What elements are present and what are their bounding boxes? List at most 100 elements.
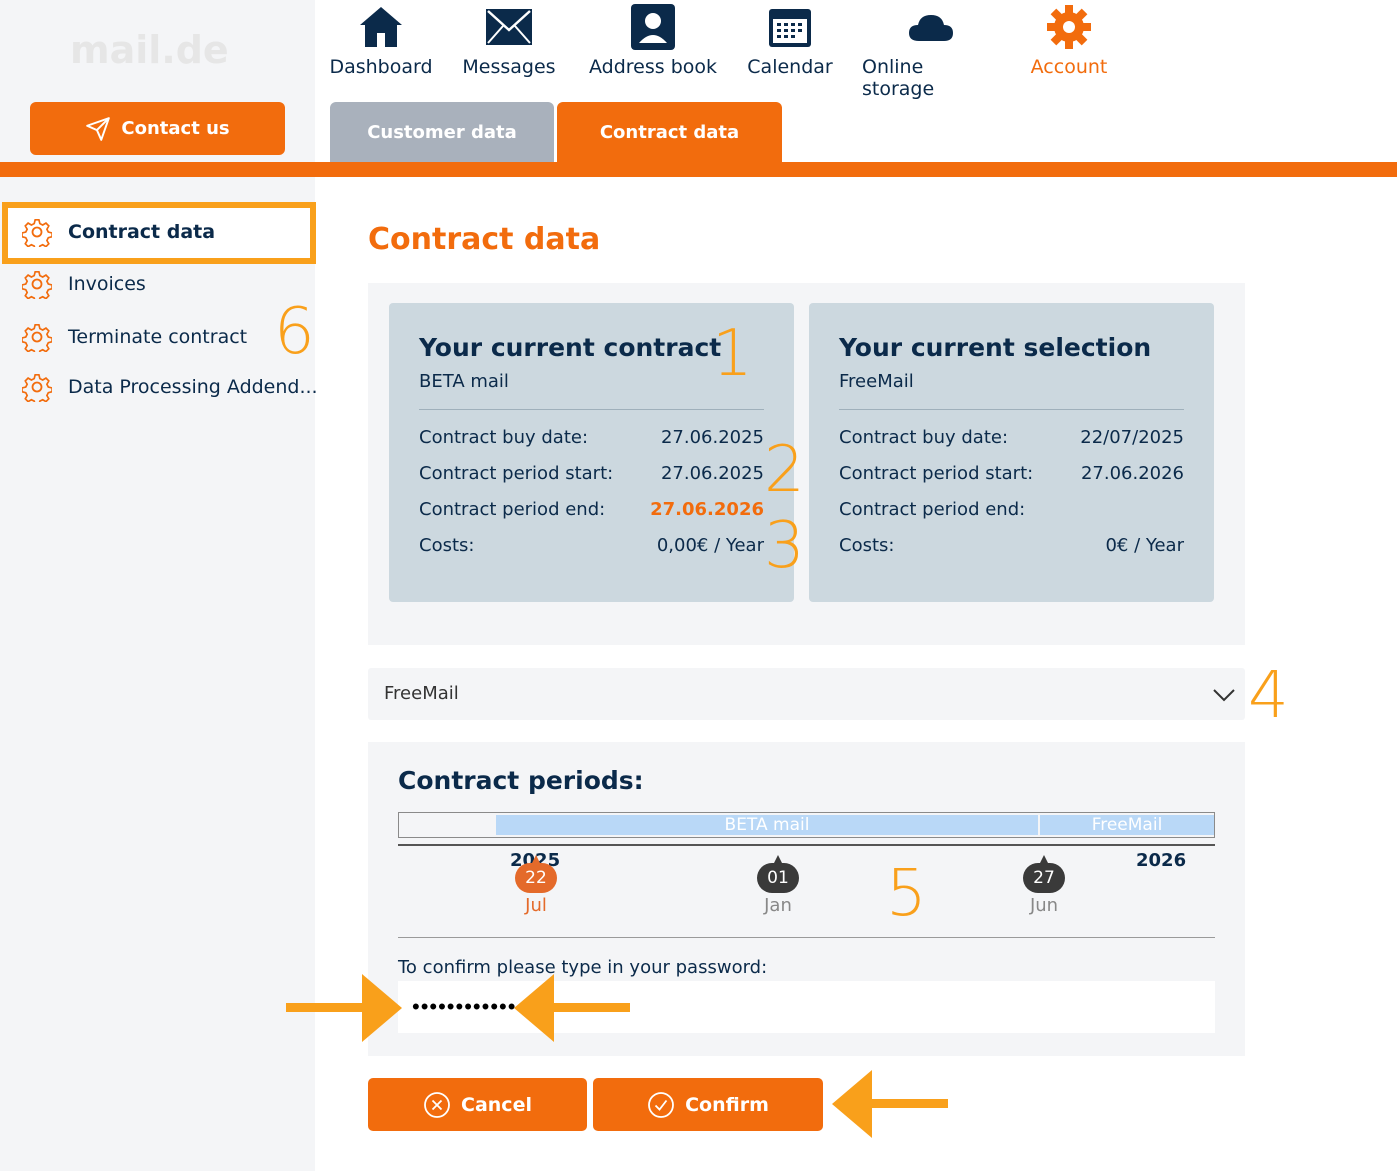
sidebar-item-contract-data-label: Contract data — [68, 221, 216, 243]
selection-costs-row: Costs: 0€ / Year — [839, 535, 1184, 556]
nav-account-label: Account — [1030, 56, 1108, 78]
gear-outline-icon — [22, 218, 52, 247]
confirm-label: Confirm — [685, 1093, 769, 1116]
row-value: 27.06.2026 — [650, 499, 764, 520]
nav-account[interactable]: Account — [1028, 0, 1110, 78]
nav-online-storage[interactable]: Online storage — [862, 0, 1000, 100]
check-circle-icon — [648, 1091, 675, 1118]
gear-outline-icon — [22, 323, 52, 352]
page-title: Contract data — [368, 222, 601, 257]
timeline-marker[interactable]: 27 Jun — [1022, 855, 1066, 916]
send-icon — [86, 116, 111, 141]
row-label: Contract period end: — [419, 499, 606, 520]
row-label: Contract period end: — [839, 499, 1026, 520]
row-label: Costs: — [419, 535, 475, 556]
confirm-button[interactable]: Confirm — [593, 1078, 823, 1131]
selection-period-start-row: Contract period start: 27.06.2026 — [839, 463, 1184, 484]
row-label: Costs: — [839, 535, 895, 556]
contract-periods-panel: Contract periods: BETA mail FreeMail 202… — [368, 742, 1245, 1056]
gear-outline-icon — [22, 270, 52, 299]
current-buy-date-row: Contract buy date:27.06.2025 — [419, 427, 764, 448]
sidebar-item-terminate-contract-label: Terminate contract — [68, 326, 248, 348]
sidebar-item-contract-data[interactable]: Contract data — [22, 217, 215, 247]
row-value: 22/07/2025 — [1080, 427, 1184, 448]
selection-period-end-row: Contract period end: — [839, 499, 1184, 520]
row-label: Contract period start: — [839, 463, 1034, 484]
cancel-label: Cancel — [461, 1093, 532, 1116]
current-period-start-row: Contract period start: 27.06.2025 — [419, 463, 764, 484]
marker-day: 01 — [757, 855, 799, 893]
year-label: 2026 — [1136, 850, 1187, 871]
current-period-end-row: Contract period end: 27.06.2026 — [419, 499, 764, 520]
contact-us-label: Contact us — [121, 118, 230, 139]
sidebar-item-invoices[interactable]: Invoices — [22, 269, 146, 299]
current-contract-heading: Your current contract — [419, 333, 722, 362]
plan-select-value: FreeMail — [384, 683, 459, 704]
nav-messages[interactable]: Messages — [461, 0, 557, 78]
password-label: To confirm please type in your password: — [398, 957, 768, 978]
timeline-segment-freemail: FreeMail — [1040, 815, 1214, 835]
row-value: 27.06.2025 — [660, 463, 764, 484]
row-label: Contract period start: — [419, 463, 614, 484]
nav-address-book-label: Address book — [588, 56, 718, 78]
sidebar-item-data-processing-label: Data Processing Addend... — [68, 376, 318, 398]
arrow-left-icon — [514, 974, 630, 1042]
annotation-number: 6 — [274, 295, 315, 369]
period-timeline: BETA mail FreeMail — [398, 812, 1215, 838]
sidebar-item-data-processing[interactable]: Data Processing Addend... — [22, 372, 318, 402]
contact-card-icon — [628, 2, 678, 52]
logo[interactable]: mail.de — [70, 28, 229, 72]
timeline-marker-current[interactable]: 22 Jul — [514, 855, 558, 916]
row-label: Contract buy date: — [419, 427, 589, 448]
arrow-right-icon — [286, 974, 402, 1042]
plan-select-dropdown[interactable]: FreeMail — [368, 668, 1245, 720]
annotation-number: 3 — [764, 509, 805, 583]
row-value: 0,00€ / Year — [656, 535, 764, 556]
cancel-button[interactable]: Cancel — [368, 1078, 587, 1131]
contract-periods-heading: Contract periods: — [398, 766, 644, 795]
card-divider — [839, 409, 1184, 410]
nav-calendar[interactable]: Calendar — [747, 0, 833, 78]
annotation-number: 1 — [712, 317, 753, 391]
sidebar-item-terminate-contract[interactable]: Terminate contract — [22, 322, 247, 352]
timeline-marker[interactable]: 01 Jan — [756, 855, 800, 916]
highlight-box — [2, 202, 316, 264]
nav-calendar-label: Calendar — [747, 56, 833, 78]
chevron-down-icon — [1213, 689, 1235, 702]
envelope-icon — [484, 2, 534, 52]
gear-icon — [1044, 2, 1094, 52]
row-value: 27.06.2026 — [1080, 463, 1184, 484]
sidebar-item-invoices-label: Invoices — [68, 273, 146, 295]
arrow-left-icon — [832, 1070, 948, 1138]
nav-address-book[interactable]: Address book — [587, 0, 719, 78]
card-divider — [419, 409, 764, 410]
timeline-axis — [398, 844, 1215, 846]
gear-outline-icon — [22, 373, 52, 402]
current-costs-row: Costs: 0,00€ / Year — [419, 535, 764, 556]
contact-us-button[interactable]: Contact us — [30, 102, 285, 155]
close-circle-icon — [424, 1091, 450, 1118]
marker-month: Jan — [764, 895, 792, 916]
annotation-number: 4 — [1248, 659, 1289, 733]
current-contract-card: Your current contract BETA mail Contract… — [389, 303, 794, 602]
tab-contract-data-label: Contract data — [599, 121, 740, 143]
annotation-number: 5 — [886, 857, 927, 931]
marker-day: 27 — [1023, 855, 1065, 893]
row-label: Contract buy date: — [839, 427, 1009, 448]
cloud-icon — [906, 2, 956, 52]
tab-contract-data[interactable]: Contract data — [557, 102, 782, 162]
current-selection-plan: FreeMail — [839, 371, 914, 392]
timeline-segment-beta-mail: BETA mail — [496, 815, 1038, 835]
nav-dashboard[interactable]: Dashboard — [329, 0, 433, 78]
marker-month: Jul — [525, 895, 547, 916]
tab-underline-bar — [0, 162, 1397, 177]
section-divider — [398, 937, 1215, 938]
nav-messages-label: Messages — [462, 56, 556, 78]
row-value: 0€ / Year — [1105, 535, 1184, 556]
current-selection-heading: Your current selection — [839, 333, 1152, 362]
current-contract-plan: BETA mail — [419, 371, 509, 392]
nav-online-storage-label: Online storage — [862, 56, 935, 100]
current-selection-card: Your current selection FreeMail Contract… — [809, 303, 1214, 602]
annotation-number: 2 — [764, 433, 805, 507]
tab-customer-data[interactable]: Customer data — [330, 102, 554, 162]
